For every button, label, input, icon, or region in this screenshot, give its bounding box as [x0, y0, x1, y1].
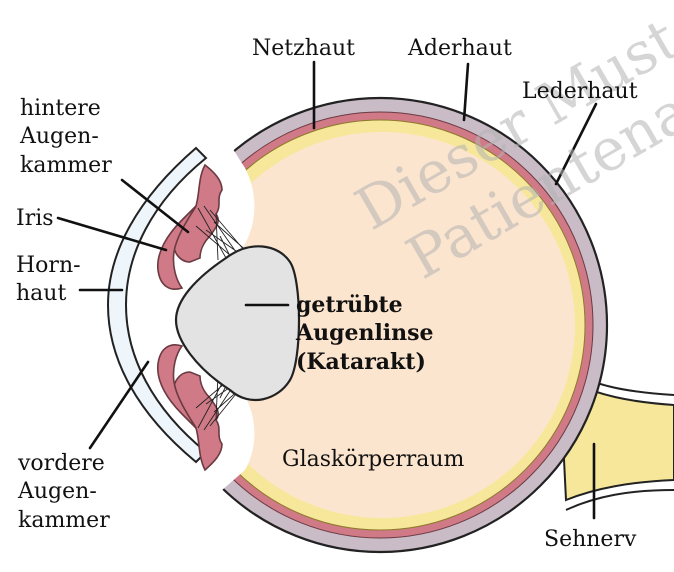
label-vordere-augenkammer-2: Augen- [17, 479, 97, 504]
label-hornhaut-1: Horn- [16, 253, 81, 278]
label-augenlinse-2: Augenlinse [295, 320, 434, 346]
label-vordere-augenkammer-1: vordere [17, 451, 105, 476]
label-hintere-augenkammer-2: Augen- [19, 124, 99, 149]
label-hornhaut-2: haut [16, 281, 66, 306]
label-iris: Iris [16, 206, 54, 231]
label-hintere-augenkammer-3: kammer [20, 153, 112, 178]
label-netzhaut: Netzhaut [252, 36, 355, 61]
label-augenlinse-1: getrübte [296, 292, 403, 318]
label-vordere-augenkammer-3: kammer [18, 508, 110, 533]
label-hintere-augenkammer-1: hintere [20, 96, 101, 121]
label-glaskoerperraum: Glaskörperraum [282, 447, 465, 472]
label-augenlinse-3: (Katarakt) [296, 349, 426, 375]
label-aderhaut: Aderhaut [407, 36, 512, 61]
label-sehnerv: Sehnerv [544, 527, 637, 552]
label-lederhaut: Lederhaut [522, 79, 638, 104]
